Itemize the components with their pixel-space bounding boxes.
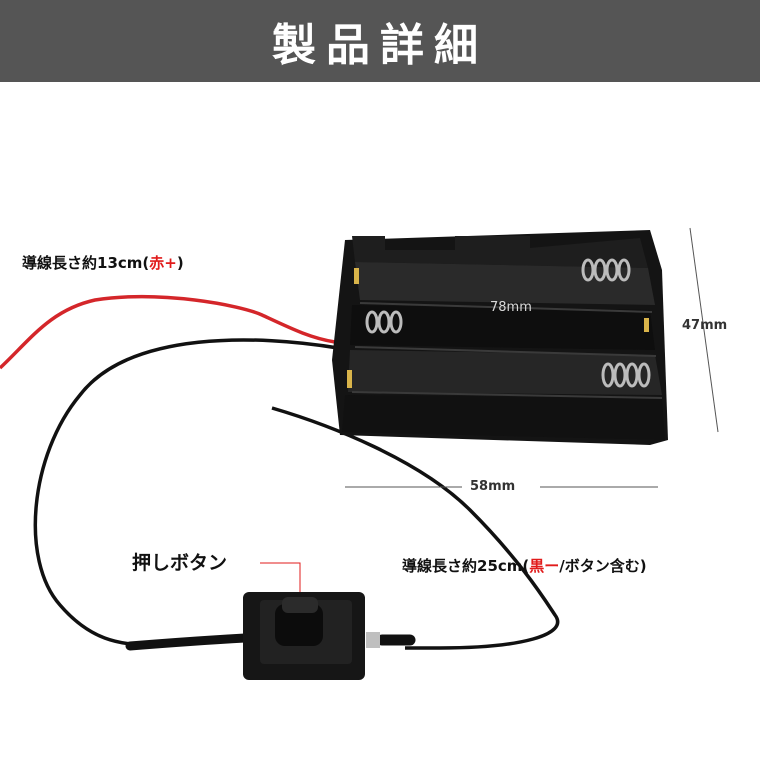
red-wire-length-label: 導線長さ約13cm(赤+) [22,252,184,273]
height-dimension-line [689,227,719,433]
length-dimension-label: 58mm [470,479,516,494]
wire-terminal [366,632,380,648]
button-pointer-line [260,562,301,600]
push-button-switch [243,592,365,680]
black-wire-length-text: 導線長さ約25cm( [402,557,530,575]
heatshrink-left [125,633,250,651]
header-banner: 製品詳細 [0,0,760,82]
battery-holder [332,230,668,445]
black-wire-right [271,406,560,650]
black-wire-polarity: 黒ー [529,557,560,575]
black-wire-length-label: 導線長さ約25cm(黒ー/ボタン含む) [402,555,647,576]
height-dimension-label: 47mm [682,318,728,333]
black-wire-length-suffix: /ボタン含む) [559,557,647,575]
black-wire-left [33,338,339,647]
red-wire-length-suffix: ) [176,254,184,272]
red-wire [0,294,336,370]
width-dimension-label: 78mm [490,300,532,315]
red-wire-length-text: 導線長さ約13cm( [22,254,150,272]
push-button-label: 押しボタン [132,552,228,574]
red-wire-polarity: 赤+ [149,254,177,272]
page-title: 製品詳細 [272,20,488,71]
